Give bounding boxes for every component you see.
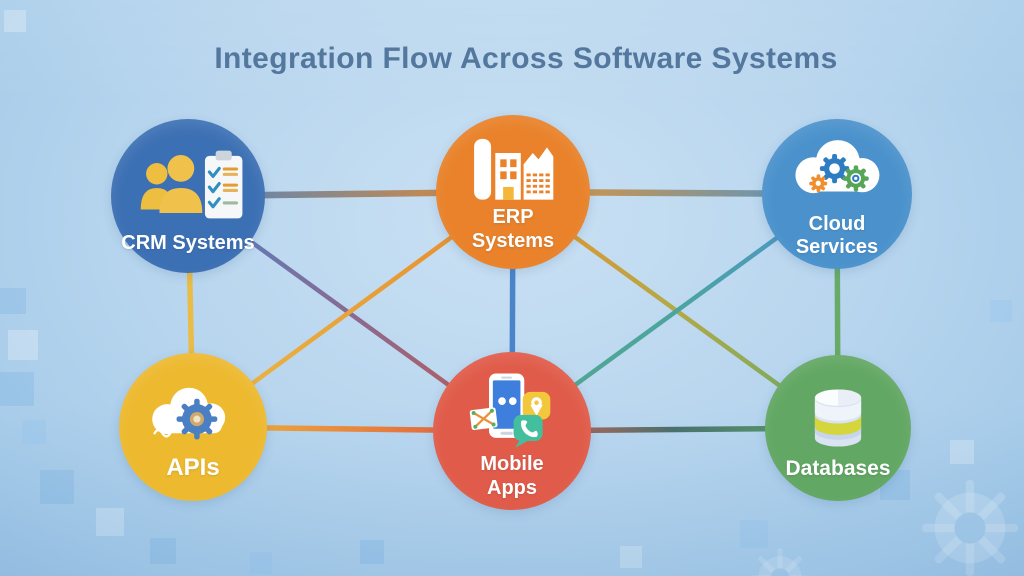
mosaic-decoration	[40, 470, 74, 504]
node-databases[interactable]: Databases	[765, 355, 911, 501]
node-apis[interactable]: APIs	[119, 353, 267, 501]
node-label: Cloud Services	[795, 212, 879, 259]
mosaic-decoration	[250, 552, 272, 574]
mosaic-decoration	[950, 440, 974, 464]
diagram-title: Integration Flow Across Software Systems	[214, 42, 838, 75]
mosaic-decoration	[740, 520, 768, 548]
gear-watermark-icon	[750, 548, 810, 576]
gear-watermark-icon	[922, 480, 1018, 576]
node-crm-systems[interactable]: CRM Systems	[111, 119, 265, 273]
database-cylinder-icon	[814, 389, 862, 447]
mosaic-decoration	[150, 538, 176, 564]
node-label: Mobile Apps	[480, 453, 544, 499]
mobile-apps-icon	[469, 373, 551, 448]
mosaic-decoration	[990, 300, 1012, 322]
cloud-gears-icon	[795, 140, 880, 194]
mosaic-decoration	[8, 330, 38, 360]
node-mobile-apps[interactable]: Mobile Apps	[433, 352, 591, 510]
node-label: Databases	[785, 457, 891, 481]
mosaic-decoration	[22, 420, 46, 444]
node-cloud-services[interactable]: Cloud Services	[762, 119, 912, 269]
mosaic-decoration	[0, 372, 34, 406]
mosaic-decoration	[620, 546, 642, 568]
crm-users-checklist-icon	[140, 150, 243, 218]
mosaic-decoration	[360, 540, 384, 564]
api-cloud-gear-icon	[152, 388, 226, 440]
node-label: APIs	[166, 454, 220, 482]
node-label: CRM Systems	[121, 231, 255, 254]
mosaic-decoration	[96, 508, 124, 536]
mosaic-decoration	[4, 10, 26, 32]
node-label: ERP Systems	[471, 206, 555, 253]
erp-buildings-icon	[474, 139, 554, 201]
node-erp-systems[interactable]: ERP Systems	[436, 115, 590, 269]
mosaic-decoration	[0, 288, 26, 314]
